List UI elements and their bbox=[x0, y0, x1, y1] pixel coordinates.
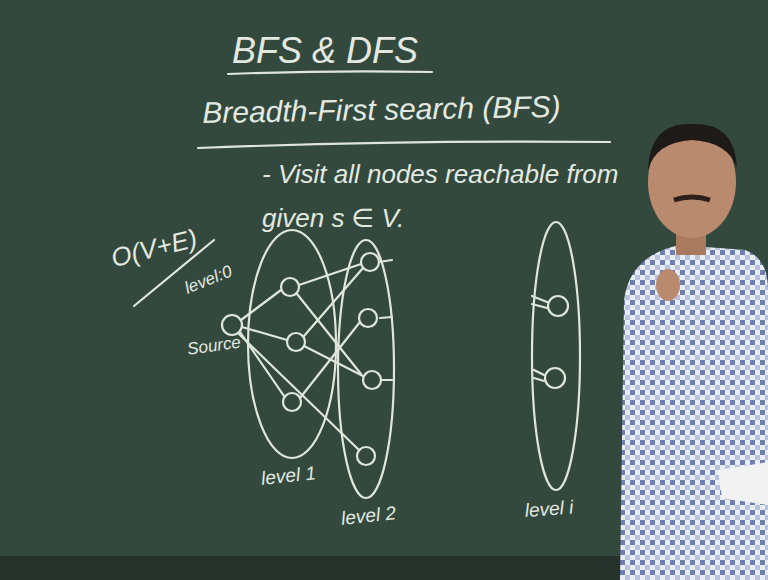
level-label: level i bbox=[524, 497, 574, 522]
lecturer-moustache bbox=[674, 197, 710, 200]
graph-vertex bbox=[283, 393, 301, 411]
heading-text: Breadth-First search (BFS) bbox=[202, 90, 561, 130]
note-text: - Visit all nodes reachable from given s… bbox=[262, 152, 622, 240]
level-band: level 1 bbox=[246, 228, 338, 460]
graph-vertex bbox=[545, 368, 565, 388]
level-band bbox=[336, 238, 396, 500]
level-label: level:0 bbox=[182, 262, 235, 299]
lecturer-hand bbox=[656, 269, 680, 301]
source-vertex: level:0Source bbox=[180, 280, 280, 372]
level-band: level i bbox=[530, 220, 582, 492]
graph-vertex bbox=[359, 309, 377, 327]
graph-edge bbox=[300, 322, 360, 398]
band-outline bbox=[532, 222, 580, 490]
graph-vertex bbox=[363, 371, 381, 389]
graph-edge bbox=[304, 346, 363, 376]
board-title: BFS & DFS bbox=[232, 30, 418, 72]
graph-vertex bbox=[287, 333, 305, 351]
graph-vertex bbox=[548, 296, 568, 316]
band-outline bbox=[338, 240, 394, 498]
source-label: Source bbox=[186, 333, 242, 360]
lecturer bbox=[620, 124, 768, 580]
lecturer-shirt bbox=[620, 245, 768, 580]
band-outline bbox=[248, 230, 336, 458]
vertex-circle bbox=[222, 315, 242, 335]
level-band bbox=[246, 228, 338, 460]
lecturer-hair bbox=[648, 124, 737, 170]
title-underline bbox=[228, 71, 432, 74]
graph-edge bbox=[241, 290, 281, 320]
level-label: level 2 bbox=[340, 502, 397, 530]
level-band: level 2 bbox=[336, 238, 396, 500]
level-label: level 1 bbox=[260, 462, 317, 490]
paper-sheet bbox=[718, 462, 768, 505]
level-band bbox=[530, 220, 582, 492]
complexity-text: O(V+E) bbox=[108, 223, 200, 274]
heading-underline bbox=[198, 142, 610, 148]
